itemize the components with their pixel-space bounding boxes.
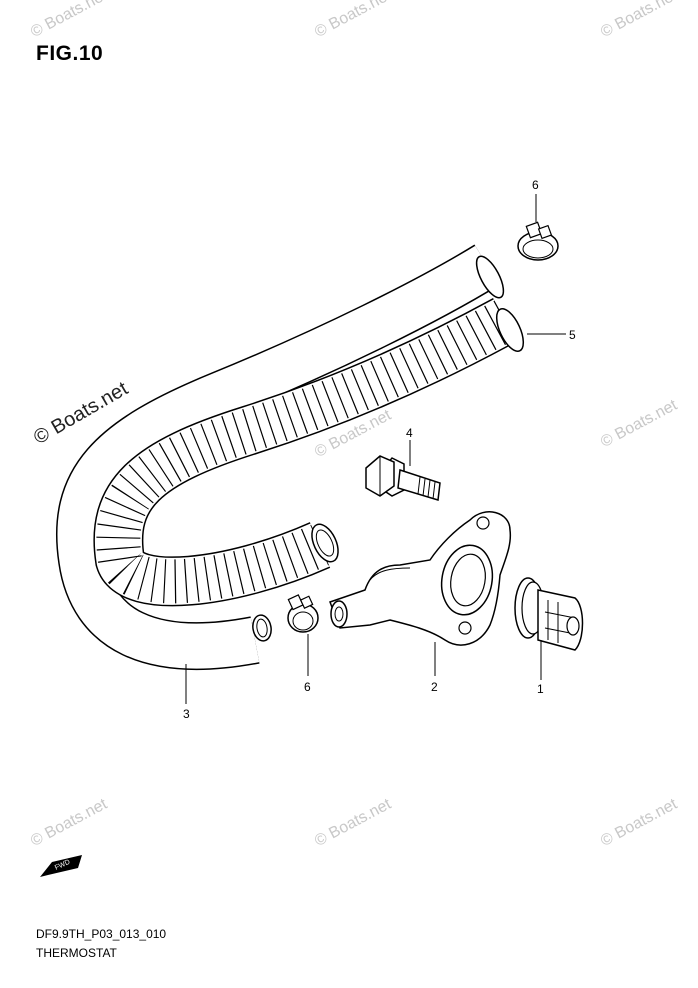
callout-1: 1 [537, 682, 544, 696]
hose-corrugated [93, 298, 525, 607]
callout-3: 3 [183, 707, 190, 721]
callout-6-top: 6 [532, 178, 539, 192]
hose-smooth [55, 244, 505, 671]
hose-clamp-top [517, 221, 559, 261]
thermostat [514, 577, 584, 651]
figure-title: FIG.10 [36, 42, 104, 65]
callout-5: 5 [569, 328, 576, 342]
leader-lines [185, 194, 566, 704]
callout-6-bottom: 6 [304, 680, 311, 694]
callout-2: 2 [431, 680, 438, 694]
thermostat-cover [329, 511, 512, 646]
fwd-arrow-icon: FWD [40, 855, 82, 877]
figure-caption: THERMOSTAT [36, 946, 117, 960]
callout-4: 4 [406, 426, 413, 440]
bolt [365, 455, 441, 501]
drawing-code: DF9.9TH_P03_013_010 [36, 927, 167, 941]
hose-clamp-bottom [287, 594, 319, 633]
